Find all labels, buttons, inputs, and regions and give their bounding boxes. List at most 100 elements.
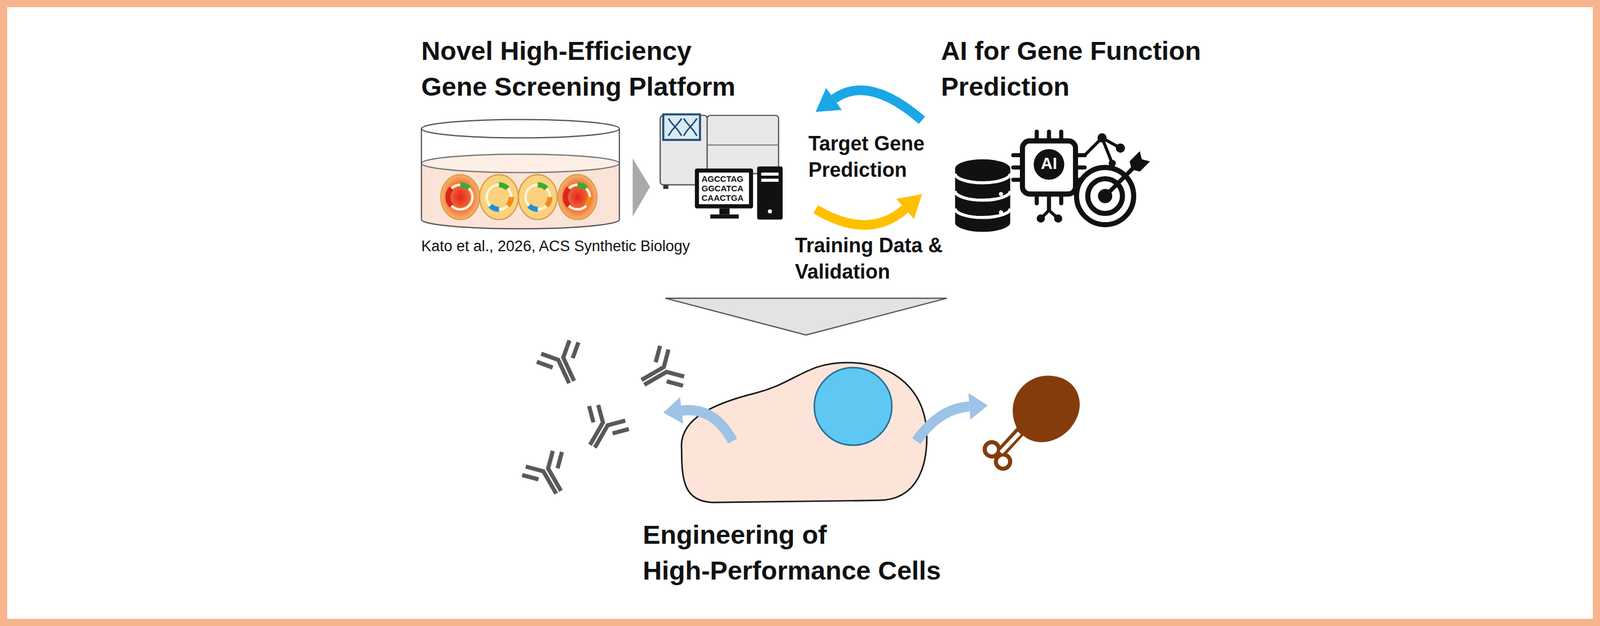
arrow-shaft — [815, 208, 906, 225]
gene-segment — [507, 196, 511, 206]
word: Platform — [628, 71, 736, 102]
word: Novel — [421, 35, 493, 66]
plasmid — [565, 184, 590, 210]
database-icon — [954, 159, 1010, 233]
edge-label: Training Data & Validation — [794, 232, 997, 285]
sequencer-display — [663, 114, 701, 140]
antibody-icon — [534, 337, 593, 392]
gene-segment — [460, 184, 470, 188]
drive-slot — [761, 172, 779, 176]
prediction-arrow — [815, 87, 922, 121]
word: & — [928, 233, 943, 257]
pc-tower — [756, 166, 783, 220]
cell-nucleus — [814, 367, 893, 446]
word: High-Performance — [642, 555, 871, 586]
dart-shaft — [1107, 166, 1135, 195]
database-dot — [999, 210, 1004, 215]
monitor-stand — [719, 208, 730, 215]
word: Gene — [1017, 35, 1084, 66]
word: Function — [1089, 35, 1201, 66]
dish-bottom — [421, 219, 620, 229]
drive-slot — [761, 178, 779, 182]
gene-segment — [586, 196, 590, 206]
dish-wall — [420, 128, 422, 220]
chip-label: AI — [1026, 153, 1072, 173]
database-dot — [999, 191, 1004, 196]
antibody-icon — [631, 342, 689, 403]
gene-segment — [565, 188, 569, 206]
gene-segment — [546, 196, 550, 206]
target-icon — [1076, 151, 1150, 225]
gene-segment — [529, 205, 539, 210]
arrow-shaft — [834, 90, 922, 121]
sequencer-body — [707, 115, 779, 174]
sequencer-foot — [663, 184, 669, 189]
database-band — [954, 173, 1010, 183]
word: of — [802, 519, 827, 550]
word: Gene — [421, 71, 488, 102]
screening-platform-group: Novel High-Efficiency Gene Screening Pla… — [421, 33, 816, 257]
word: Engineering — [642, 519, 795, 550]
network-node — [1053, 214, 1063, 223]
group-heading: AI for Gene Function Prediction — [940, 33, 1277, 105]
gene-segment — [490, 205, 500, 210]
cell — [518, 174, 558, 220]
cell — [440, 174, 480, 220]
word: Cells — [877, 555, 941, 586]
ai-chip-icon — [1013, 131, 1126, 223]
output-arrow-head — [663, 397, 684, 424]
dish-rim — [421, 119, 620, 139]
ai-prediction-group: AI for Gene Function Prediction — [921, 33, 1258, 235]
dart-fletching — [1129, 151, 1150, 172]
database-body — [954, 168, 1010, 232]
network-node — [1097, 133, 1107, 143]
word: Training — [794, 233, 874, 257]
word: for — [974, 35, 1010, 66]
plasmid — [525, 184, 550, 210]
medium-surface — [421, 154, 620, 173]
database-band — [954, 190, 1010, 200]
group-heading: Engineering of High-Performance Cells — [642, 516, 1035, 589]
gene-segment — [448, 188, 452, 206]
screened-cells — [440, 174, 597, 220]
bone-knob — [995, 454, 1011, 469]
sequence-text: CAACTGA — [701, 193, 744, 203]
computer — [694, 166, 783, 220]
arrow-head — [896, 194, 922, 219]
merge-funnel — [665, 298, 947, 336]
cell — [479, 174, 519, 220]
bone-knob — [984, 441, 1000, 457]
word: Validation — [794, 260, 891, 284]
word: Data — [878, 233, 923, 257]
sequence-text: GGCATCA — [701, 184, 744, 194]
monitor-base — [709, 214, 739, 219]
gene-segment — [577, 184, 587, 188]
monitor-frame — [694, 168, 754, 209]
gene-segment — [499, 184, 508, 188]
word: AI — [940, 35, 968, 66]
group-heading: Novel High-Efficiency Gene Screening Pla… — [421, 33, 847, 105]
edge-label: Target Gene Prediction — [808, 130, 977, 183]
plasmid — [486, 184, 512, 210]
word: Gene — [873, 132, 925, 155]
power-button — [768, 209, 773, 214]
engineered-cell — [681, 362, 927, 503]
gene-segment — [537, 184, 547, 188]
word: Screening — [494, 71, 622, 102]
output-arrow — [916, 406, 970, 442]
monitor-screen — [698, 172, 749, 205]
citation: Kato et al., 2026, ACS Synthetic Biology — [421, 237, 690, 256]
word: Prediction — [940, 71, 1070, 102]
process-pointer — [632, 158, 651, 217]
cell — [558, 174, 597, 220]
database-top — [954, 159, 1010, 178]
bone — [1000, 429, 1023, 453]
output-arrow-head — [968, 393, 988, 420]
training-arrow — [815, 194, 922, 225]
frame-border — [3, 3, 1597, 623]
network-node — [1036, 214, 1046, 223]
word: High-Efficiency — [500, 35, 692, 66]
